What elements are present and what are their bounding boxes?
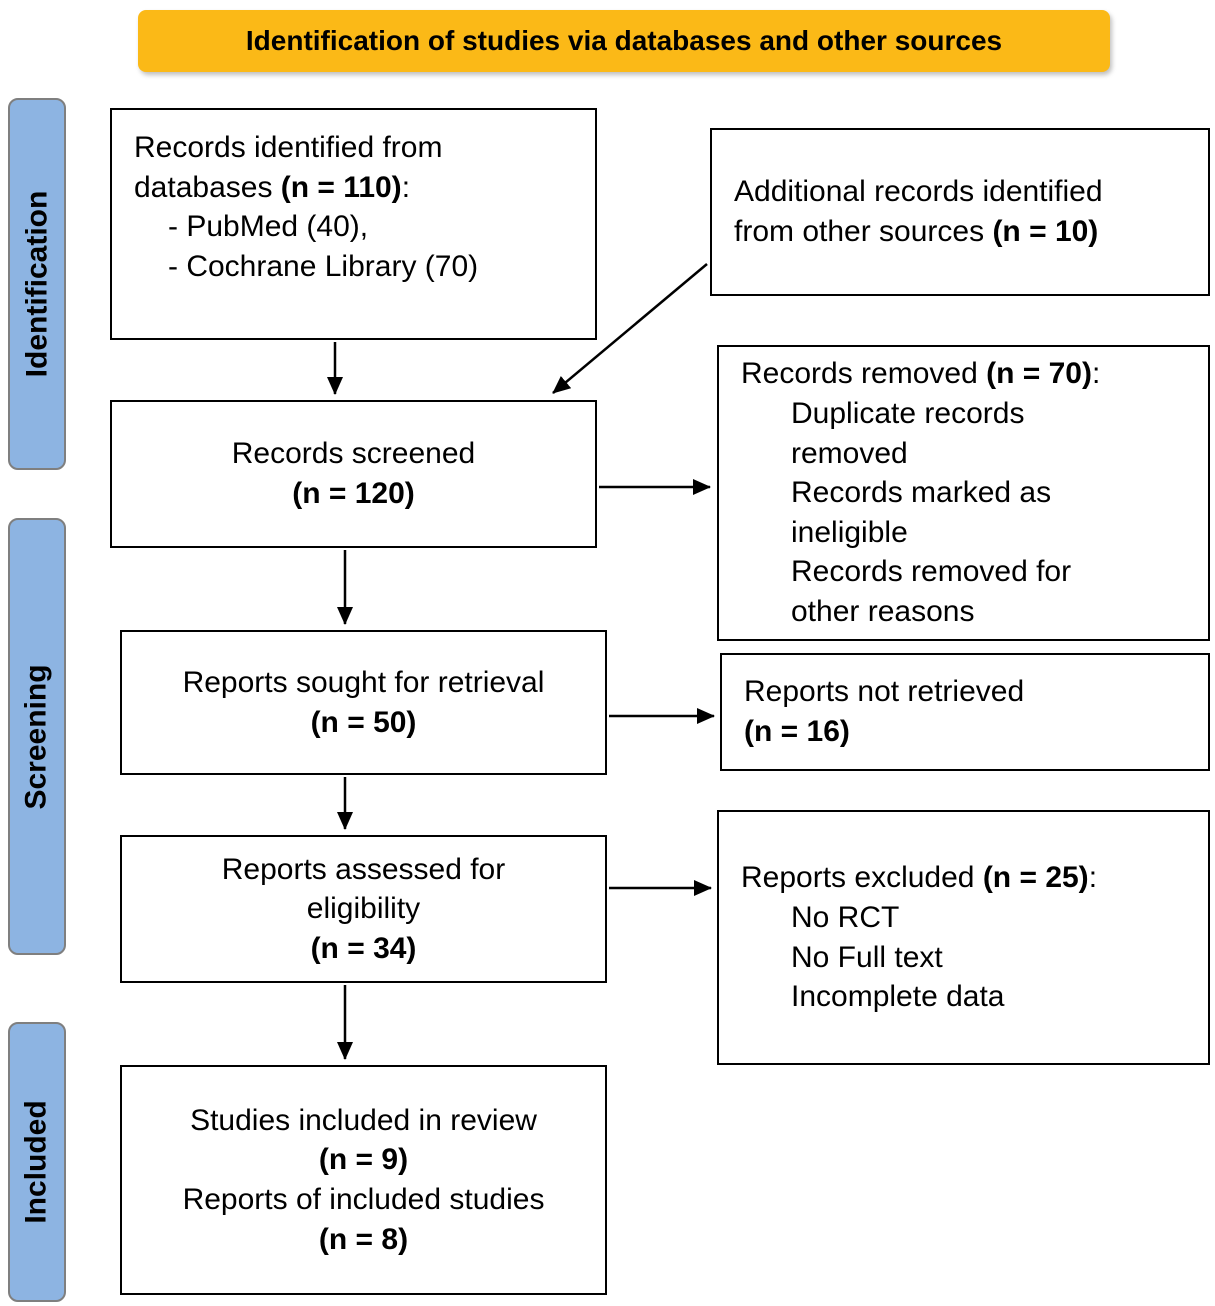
- stage-identification: Identification: [8, 98, 66, 470]
- studies-included-n1: (n = 9): [318, 1143, 409, 1177]
- box-records-screened: Records screened (n = 120): [110, 400, 597, 548]
- records-screened-line1: Records screened: [231, 437, 476, 471]
- reports-sought-n: (n = 50): [310, 705, 417, 739]
- stage-screening: Screening: [8, 518, 66, 955]
- stage-included-label: Included: [20, 1100, 53, 1224]
- reports-assessed-line2: eligibility: [306, 892, 421, 926]
- box-other-sources: Additional records identified from other…: [710, 128, 1210, 296]
- records-identified-item-cochrane: - Cochrane Library (70): [168, 249, 479, 283]
- stage-included: Included: [8, 1022, 66, 1302]
- reports-not-retrieved-line1: Reports not retrieved: [744, 675, 1025, 709]
- reports-excluded-title: Reports excluded (n = 25):: [741, 861, 1098, 895]
- reports-excluded-line: No RCT: [791, 900, 900, 934]
- records-removed-line: ineligible: [791, 515, 908, 549]
- records-removed-line: Records marked as: [791, 476, 1052, 510]
- studies-included-line1: Studies included in review: [190, 1103, 537, 1137]
- reports-assessed-n: (n = 34): [310, 931, 417, 965]
- diagram-title: Identification of studies via databases …: [245, 25, 1003, 56]
- box-records-removed: Records removed (n = 70): Duplicate reco…: [717, 345, 1210, 641]
- studies-included-n2: (n = 8): [318, 1222, 409, 1256]
- reports-assessed-line1: Reports assessed for: [221, 852, 506, 886]
- reports-excluded-n: (n = 25): [982, 861, 1089, 895]
- box-reports-excluded: Reports excluded (n = 25): No RCT No Ful…: [717, 810, 1210, 1065]
- box-reports-sought: Reports sought for retrieval (n = 50): [120, 630, 607, 775]
- stage-identification-label: Identification: [20, 190, 54, 378]
- records-removed-n: (n = 70): [986, 357, 1092, 391]
- diagram-title-banner: Identification of studies via databases …: [138, 10, 1110, 72]
- box-records-identified: Records identified from databases (n = 1…: [110, 108, 597, 340]
- records-removed-line: other reasons: [791, 594, 975, 628]
- studies-included-line2: Reports of included studies: [182, 1183, 545, 1216]
- records-removed-line: removed: [791, 436, 908, 470]
- records-removed-line: Duplicate records: [791, 397, 1025, 431]
- records-identified-item-pubmed: - PubMed (40),: [168, 210, 369, 244]
- other-sources-line1: Additional records identified: [734, 175, 1103, 209]
- records-screened-n: (n = 120): [292, 477, 415, 510]
- other-sources-n: (n = 10): [992, 215, 1099, 248]
- reports-not-retrieved-n: (n = 16): [744, 715, 850, 748]
- records-identified-line2: databases (n = 110):: [134, 170, 411, 204]
- reports-excluded-line: No Full text: [791, 940, 943, 974]
- stage-screening-label: Screening: [20, 663, 53, 810]
- records-identified-line1: Records identified from: [134, 131, 443, 164]
- reports-excluded-line: Incomplete data: [791, 980, 1005, 1014]
- box-reports-not-retrieved: Reports not retrieved (n = 16): [720, 653, 1210, 771]
- other-sources-line2: from other sources (n = 10): [734, 215, 1099, 248]
- box-studies-included: Studies included in review (n = 9) Repor…: [120, 1065, 607, 1295]
- records-identified-n: (n = 110): [280, 170, 402, 204]
- box-reports-assessed: Reports assessed for eligibility (n = 34…: [120, 835, 607, 983]
- records-removed-title: Records removed (n = 70):: [741, 357, 1101, 391]
- records-removed-line: Records removed for: [791, 555, 1072, 589]
- reports-sought-line1: Reports sought for retrieval: [182, 665, 545, 699]
